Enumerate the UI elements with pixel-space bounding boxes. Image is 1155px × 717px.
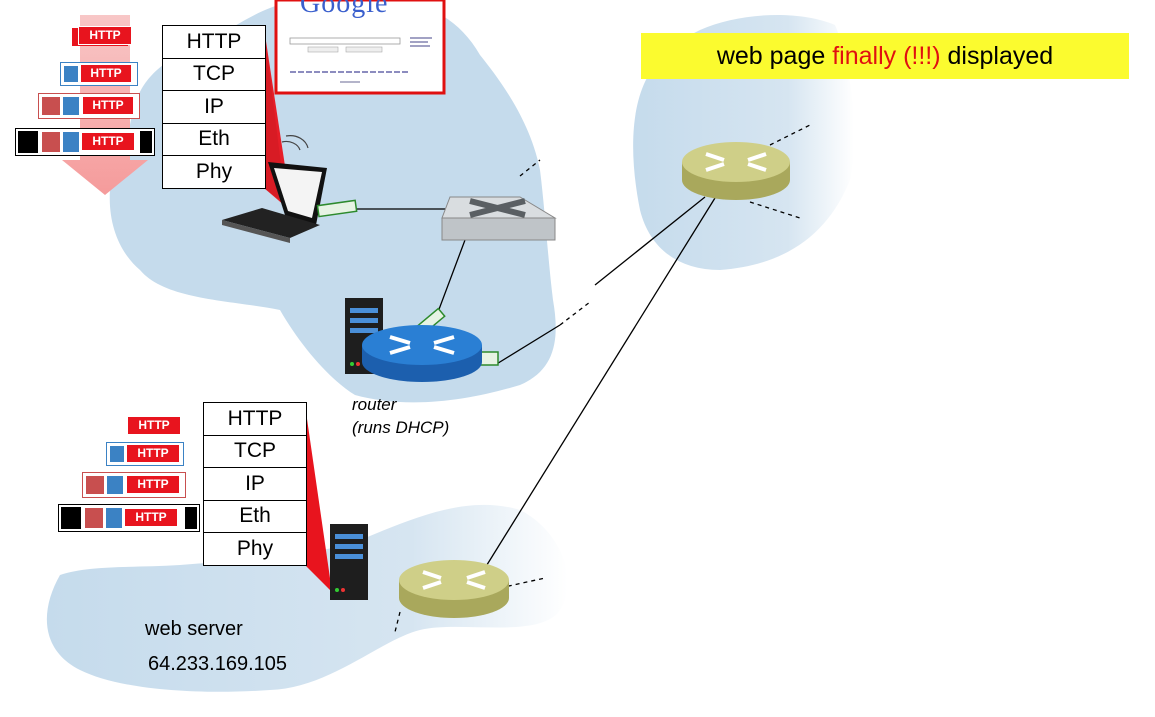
server-router-icon: [399, 560, 509, 618]
client-eth-frame: HTTP: [15, 128, 155, 156]
isp-router-icon: [682, 142, 790, 200]
client-tcp-segment: HTTP: [60, 62, 138, 86]
switch-icon: [441, 196, 557, 241]
http-label: HTTP: [81, 65, 131, 82]
router-label: router (runs DHCP): [352, 393, 449, 439]
banner-suffix: displayed: [940, 41, 1054, 70]
http-label: HTTP: [83, 97, 133, 114]
stack-layer-tcp: TCP: [163, 59, 265, 91]
stack-layer-tcp: TCP: [204, 436, 306, 468]
server-network-cloud: [46, 504, 568, 692]
router-label-line2: (runs DHCP): [352, 418, 450, 437]
http-label: HTTP: [125, 509, 177, 526]
http-label: HTTP: [82, 133, 134, 150]
stack-layer-http: HTTP: [204, 403, 306, 436]
router-label-line1: router: [352, 395, 397, 414]
client-ip-datagram: HTTP: [38, 93, 140, 119]
stack-layer-ip: IP: [163, 91, 265, 124]
client-http-message: HTTP: [72, 26, 132, 46]
stack-layer-eth: Eth: [204, 501, 306, 533]
web-server-ip: 64.233.169.105: [148, 653, 288, 675]
server-http-message: HTTP: [128, 417, 180, 434]
server-ip-datagram: HTTP: [82, 472, 186, 498]
laptop-icon: [222, 135, 327, 243]
browser-window-thumbnail: [274, 0, 446, 95]
stack-layer-http: HTTP: [163, 26, 265, 59]
web-server-label: web server: [145, 618, 243, 640]
client-protocol-stack: HTTP TCP IP Eth Phy: [162, 25, 266, 189]
status-banner: web page finally (!!!) displayed: [641, 33, 1129, 79]
stack-layer-ip: IP: [204, 468, 306, 501]
stack-layer-eth: Eth: [163, 124, 265, 156]
banner-highlight: finally (!!!): [832, 41, 941, 70]
http-label: HTTP: [127, 476, 179, 493]
banner-prefix: web page: [716, 41, 833, 70]
dhcp-router-icon: [362, 325, 482, 382]
server-tcp-segment: HTTP: [106, 442, 184, 466]
server-protocol-stack: HTTP TCP IP Eth Phy: [203, 402, 307, 566]
stack-layer-phy: Phy: [195, 159, 233, 183]
web-server-icon: [330, 524, 368, 600]
server-eth-frame: HTTP: [58, 504, 200, 532]
http-label: HTTP: [127, 445, 179, 462]
http-label: HTTP: [128, 417, 180, 434]
google-logo: Google: [300, 0, 389, 19]
stack-layer-phy: Phy: [236, 536, 274, 560]
http-label: HTTP: [78, 26, 132, 45]
